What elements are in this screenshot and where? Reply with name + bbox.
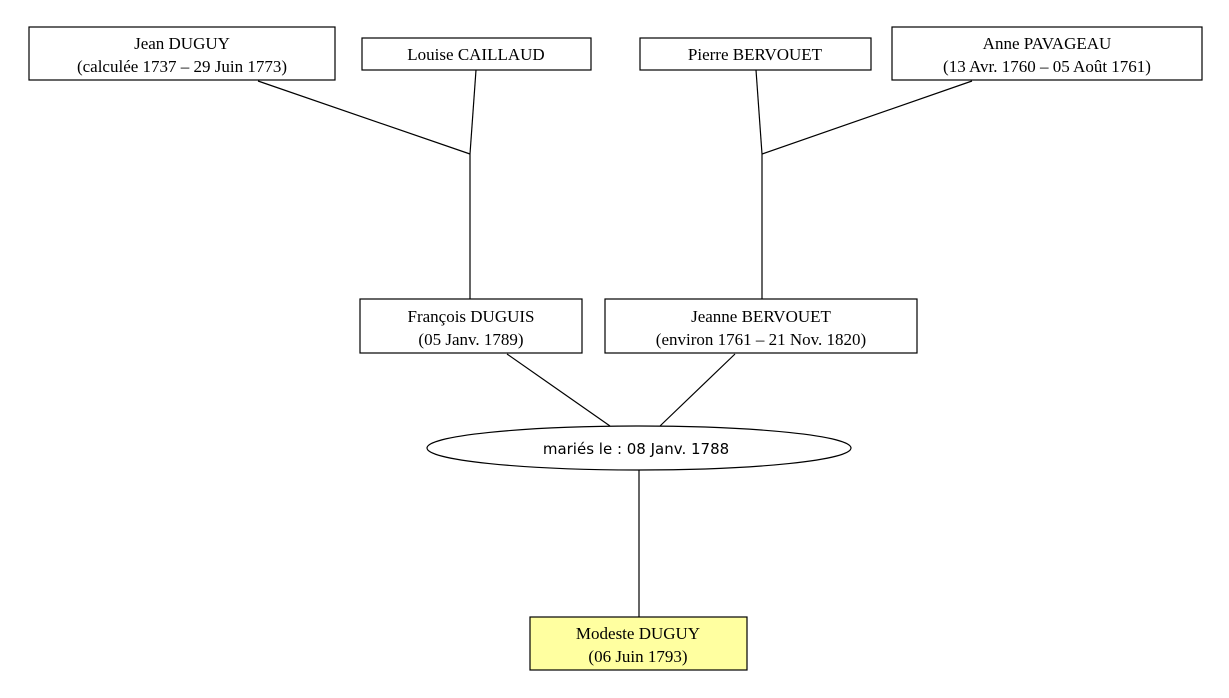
- edge-louise-to-parents-junction: [469, 69, 477, 155]
- person-box-jean-duguy[interactable]: Jean DUGUY (calculée 1737 – 29 Juin 1773…: [28, 26, 336, 81]
- person-box-jeanne-bervouet[interactable]: Jeanne BERVOUET (environ 1761 – 21 Nov. …: [604, 298, 918, 354]
- person-box-frame: [639, 37, 872, 71]
- person-name: Anne PAVAGEAU: [983, 34, 1112, 53]
- person-box-anne-pavageau[interactable]: Anne PAVAGEAU (13 Avr. 1760 – 05 Août 17…: [891, 26, 1203, 81]
- person-dates: (13 Avr. 1760 – 05 Août 1761): [943, 57, 1151, 76]
- person-name: Jean DUGUY: [134, 34, 230, 53]
- person-box-frame: [28, 26, 336, 81]
- person-dates: (05 Janv. 1789): [418, 330, 523, 349]
- edge-jean-to-parents-junction: [257, 80, 471, 155]
- person-box-frame: [604, 298, 918, 354]
- person-name: Jeanne BERVOUET: [691, 307, 831, 326]
- person-box-frame: [361, 37, 592, 71]
- person-dates: (environ 1761 – 21 Nov. 1820): [656, 330, 866, 349]
- person-box-frame: [359, 298, 583, 354]
- person-name: Pierre BERVOUET: [688, 45, 823, 64]
- edge-jeanne-to-marriage: [659, 353, 736, 427]
- person-name: Modeste DUGUY: [576, 624, 700, 643]
- marriage-oval: [426, 425, 852, 471]
- edge-pierre-to-parents-junction: [755, 69, 763, 155]
- person-name: Louise CAILLAUD: [407, 45, 544, 64]
- person-box-frame-highlighted: [529, 616, 748, 671]
- person-name: François DUGUIS: [407, 307, 534, 326]
- marriage-node[interactable]: mariés le : 08 Janv. 1788: [426, 425, 852, 471]
- person-dates: (06 Juin 1793): [588, 647, 687, 666]
- person-box-francois-duguis[interactable]: François DUGUIS (05 Janv. 1789): [359, 298, 583, 354]
- person-dates: (calculée 1737 – 29 Juin 1773): [77, 57, 287, 76]
- connector-lines: [257, 69, 973, 617]
- edge-francois-to-marriage: [506, 353, 611, 427]
- marriage-label: mariés le : 08 Janv. 1788: [543, 440, 729, 458]
- person-box-frame: [891, 26, 1203, 81]
- person-box-modeste-duguy[interactable]: Modeste DUGUY (06 Juin 1793): [529, 616, 748, 671]
- person-box-louise-caillaud[interactable]: Louise CAILLAUD: [361, 37, 592, 71]
- edge-anne-to-parents-junction: [761, 80, 973, 155]
- person-box-pierre-bervouet[interactable]: Pierre BERVOUET: [639, 37, 872, 71]
